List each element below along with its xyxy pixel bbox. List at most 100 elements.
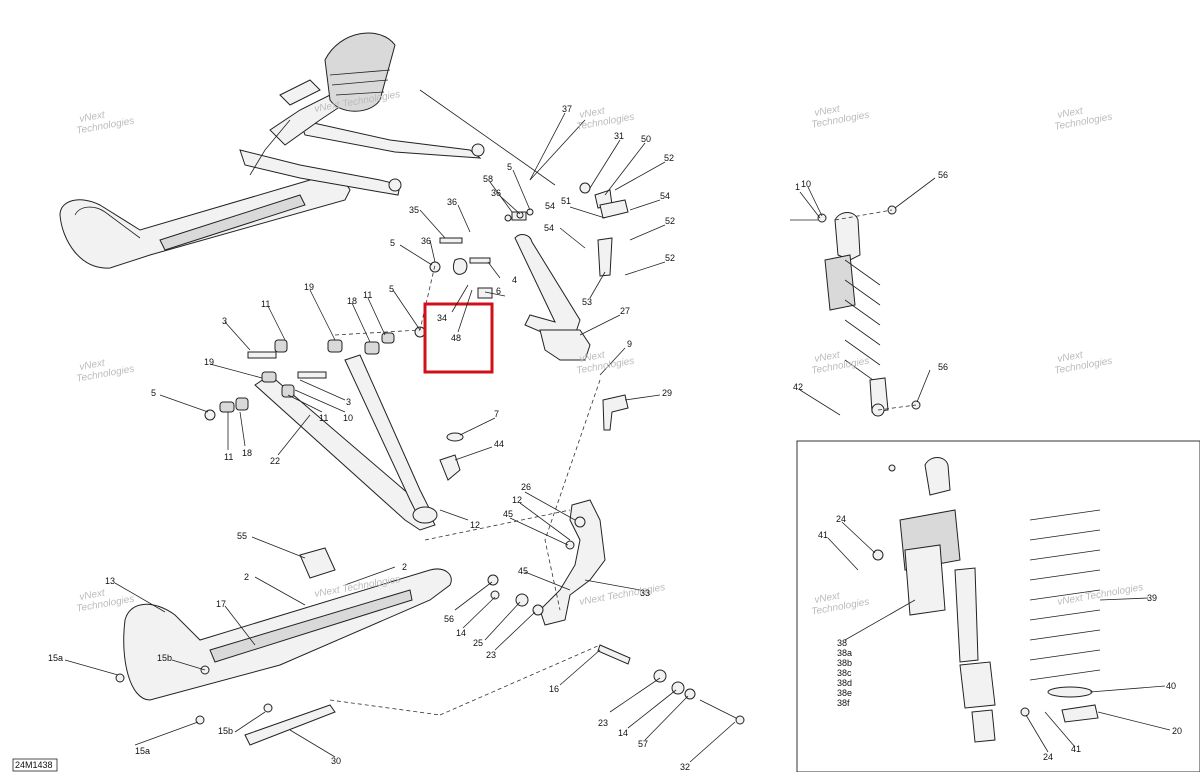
watermark: vNext Technologies <box>579 582 666 608</box>
callout-24: 24 <box>836 514 846 524</box>
callout-29: 29 <box>662 388 672 398</box>
reference-code-box: 24M1438 <box>12 758 58 772</box>
callout-25: 25 <box>473 638 483 648</box>
callout-34: 34 <box>437 313 447 323</box>
callout-56: 56 <box>938 362 948 372</box>
steering-parts <box>439 119 629 431</box>
callout-50: 50 <box>641 134 651 144</box>
callout-52: 52 <box>665 253 675 263</box>
callout-36: 36 <box>421 236 431 246</box>
svg-text:vNext: vNext <box>1057 105 1085 120</box>
callout-10: 10 <box>343 413 353 423</box>
callout-5: 5 <box>507 162 512 172</box>
callout-57: 57 <box>638 739 648 749</box>
callout-38c: 38c <box>837 668 852 678</box>
callout-12: 12 <box>512 495 522 505</box>
callout-3: 3 <box>222 316 227 326</box>
callout-12: 12 <box>470 520 480 530</box>
callout-5: 5 <box>390 238 395 248</box>
callout-11: 11 <box>319 413 328 423</box>
callout-37: 37 <box>562 104 572 114</box>
callout-54: 54 <box>544 223 554 233</box>
callout-31: 31 <box>614 131 624 141</box>
callout-38b: 38b <box>837 658 852 668</box>
callout-58: 58 <box>483 174 493 184</box>
svg-text:vNext: vNext <box>814 103 842 118</box>
callout-22: 22 <box>270 456 280 466</box>
callout-15b: 15b <box>218 726 233 736</box>
svg-text:vNext: vNext <box>579 349 607 364</box>
callout-52: 52 <box>664 153 674 163</box>
callout-14: 14 <box>618 728 628 738</box>
callout-19: 19 <box>304 282 314 292</box>
callout-41: 41 <box>818 530 828 540</box>
svg-text:vNext Technologies: vNext Technologies <box>1057 582 1144 608</box>
callout-2: 2 <box>402 562 407 572</box>
callout-35: 35 <box>409 205 419 215</box>
watermark: vNext Technologies <box>1057 582 1144 608</box>
callout-2: 2 <box>244 572 249 582</box>
svg-text:vNext: vNext <box>79 357 107 372</box>
callout-17: 17 <box>216 599 226 609</box>
leader-lines <box>64 112 1171 763</box>
callout-19: 19 <box>204 357 214 367</box>
callout-41: 41 <box>1071 744 1081 754</box>
upper-ski-assembly <box>59 32 556 269</box>
callout-4: 4 <box>512 275 517 285</box>
callout-38d: 38d <box>837 678 852 688</box>
callout-38e: 38e <box>837 688 852 698</box>
callout-42: 42 <box>793 382 803 392</box>
svg-text:vNext: vNext <box>579 105 607 120</box>
callout-15a: 15a <box>48 653 63 663</box>
callout-27: 27 <box>620 306 630 316</box>
callout-3: 3 <box>346 397 351 407</box>
callout-54: 54 <box>660 191 670 201</box>
callout-11: 11 <box>363 290 372 300</box>
svg-text:vNext: vNext <box>79 109 107 124</box>
callout-45: 45 <box>518 566 528 576</box>
svg-text:vNext: vNext <box>1057 349 1085 364</box>
callout-44: 44 <box>494 439 504 449</box>
callout-38a: 38a <box>837 648 852 658</box>
callout-11: 11 <box>261 299 270 309</box>
callout-26: 26 <box>521 482 531 492</box>
callout-18: 18 <box>242 448 252 458</box>
svg-text:vNext: vNext <box>814 590 842 605</box>
callout-54: 54 <box>545 201 555 211</box>
callout-14: 14 <box>456 628 466 638</box>
shock-assembly-top <box>790 205 921 417</box>
callout-13: 13 <box>105 576 115 586</box>
callout-40: 40 <box>1166 681 1176 691</box>
callout-39: 39 <box>1147 593 1157 603</box>
callout-18: 18 <box>347 296 357 306</box>
svg-text:vNext: vNext <box>814 349 842 364</box>
callout-9: 9 <box>627 339 632 349</box>
callout-labels: 37 31 50 52 54 52 52 53 27 9 29 7 44 12 … <box>48 104 1182 772</box>
callout-5: 5 <box>151 388 156 398</box>
svg-text:vNext Technologies: vNext Technologies <box>579 582 666 608</box>
callout-55: 55 <box>237 531 247 541</box>
callout-23: 23 <box>486 650 496 660</box>
callout-36: 36 <box>447 197 457 207</box>
callout-15b: 15b <box>157 653 172 663</box>
callout-20: 20 <box>1172 726 1182 736</box>
callout-7: 7 <box>494 409 499 419</box>
highlight-box[interactable]: 34 48 <box>423 284 494 374</box>
callout-52: 52 <box>665 216 675 226</box>
callout-38f: 38f <box>837 698 850 708</box>
callout-33: 33 <box>640 588 650 598</box>
callout-23: 23 <box>598 718 608 728</box>
callout-24: 24 <box>1043 752 1053 762</box>
a-arm-assembly <box>204 261 441 531</box>
callout-53: 53 <box>582 297 592 307</box>
callout-5: 5 <box>389 284 394 294</box>
svg-text:vNext: vNext <box>79 587 107 602</box>
callout-11: 11 <box>224 452 233 462</box>
